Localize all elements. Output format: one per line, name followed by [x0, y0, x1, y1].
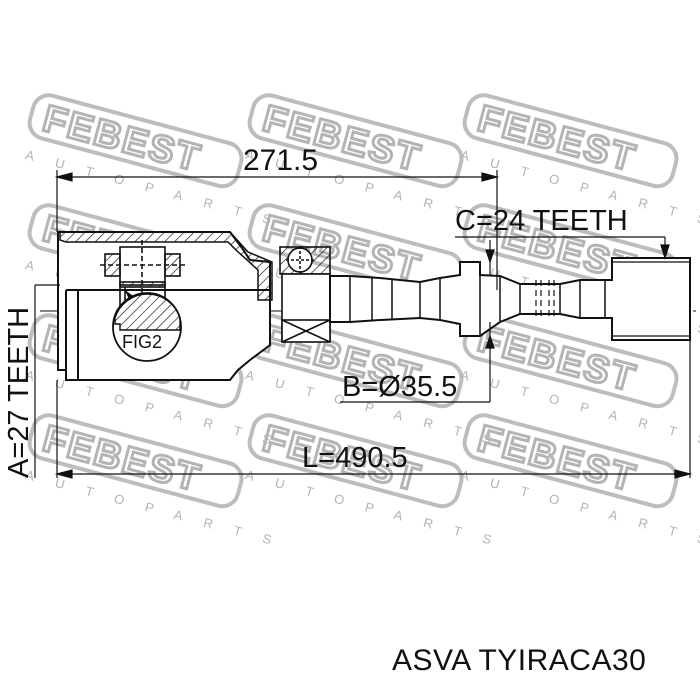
part-caption: ASVA TYIRACA30 [392, 644, 647, 677]
fig2-label: FIG2 [122, 332, 162, 352]
dim-c-teeth [455, 236, 670, 261]
dim-l-total [54, 340, 693, 479]
dim-l-total-label: L=490.5 [302, 442, 408, 474]
bearing [279, 246, 331, 343]
tripod-roller [100, 240, 185, 312]
dim-271-5 [54, 170, 500, 290]
dim-c-teeth-label: C=24 TEETH [455, 205, 628, 237]
dim-b-diameter-label: B=Ø35.5 [342, 371, 457, 403]
dim-271-5-label: 271.5 [243, 144, 318, 177]
dim-b-diameter [340, 240, 495, 403]
fig2-callout: FIG2 [112, 289, 182, 362]
shaft [329, 257, 691, 341]
dim-a-teeth [34, 284, 60, 478]
dim-a-teeth-label: A=27 TEETH [3, 307, 35, 478]
